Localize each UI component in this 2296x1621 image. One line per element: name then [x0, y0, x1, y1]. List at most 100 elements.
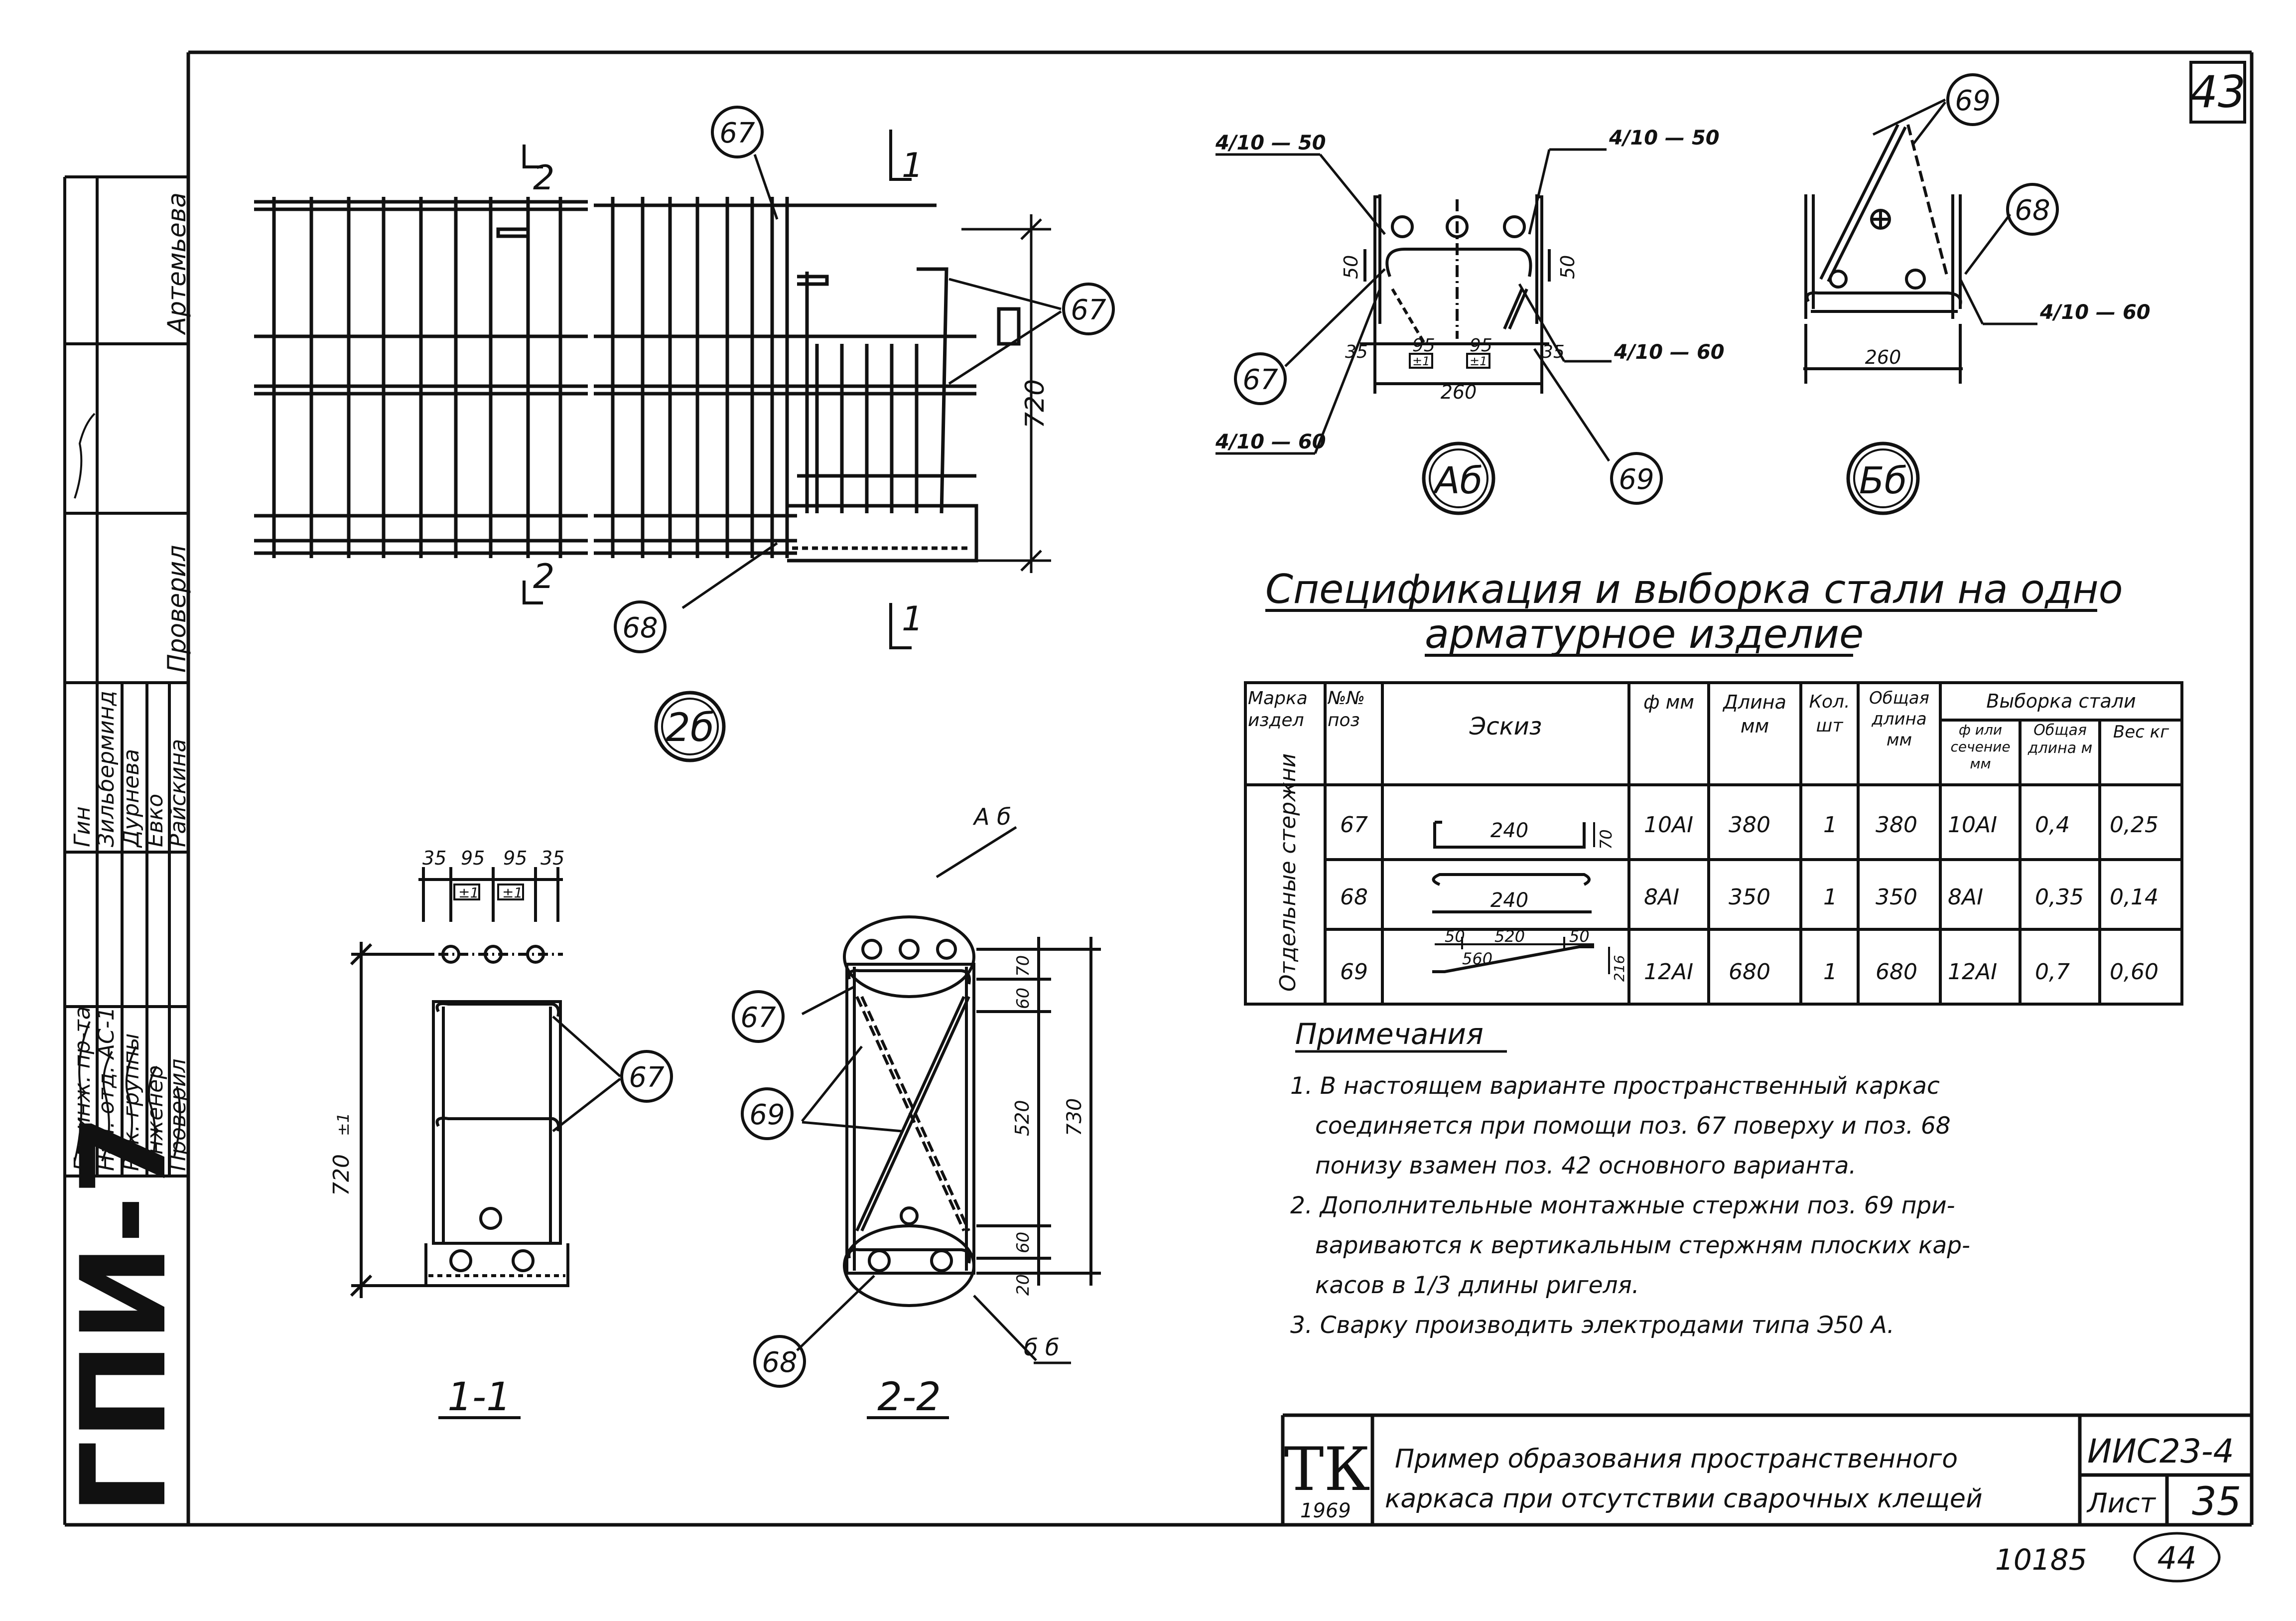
- note-line-3: понизу взамен поз. 42 основного варианта…: [1315, 1152, 1856, 1179]
- title-code: ИИС23-4: [2087, 1432, 2234, 1471]
- section-1-1-title: 1-1: [447, 1375, 511, 1420]
- title-line-2: каркаса при отсутствии сварочных клещей: [1385, 1484, 1983, 1514]
- detB-dim-260: 260: [1865, 346, 1901, 368]
- title-block-grid: [1281, 1413, 2252, 1525]
- signatures: [74, 413, 181, 1162]
- svg-text:12АI: 12АI: [1948, 959, 1997, 985]
- sketch-69-c: 50: [1569, 927, 1590, 946]
- callout-2b: 2б: [654, 691, 726, 762]
- s22-dim-20: 20: [1013, 1274, 1033, 1296]
- bubble-68-s22: 68: [753, 1335, 806, 1388]
- s11-tol-a: ±1: [458, 884, 479, 901]
- title-sheet-label: Лист: [2086, 1487, 2156, 1519]
- note-line-1: 1. В настоящем варианте пространственный…: [1290, 1072, 1940, 1100]
- s11-dim-95a: 95: [461, 847, 485, 869]
- svg-text:350: 350: [1729, 884, 1770, 910]
- footer-page: 44: [2133, 1532, 2221, 1583]
- svg-text:1: 1: [1823, 812, 1837, 838]
- svg-text:10АI: 10АI: [1948, 812, 1997, 838]
- svg-text:0,14: 0,14: [2110, 884, 2159, 910]
- spec-table-grid: [1244, 681, 2183, 1006]
- spec-row-67: 67 10АI 380 1 380 10АI 0,4 0,25: [1340, 812, 2159, 838]
- title-sheet-no: 35: [2192, 1479, 2241, 1524]
- detA-dim-260: 260: [1441, 381, 1477, 403]
- sheet-frame: [65, 50, 2254, 1527]
- stamp-name-3: Дурнева: [119, 749, 144, 848]
- notes-lines: 1. В настоящем варианте пространственный…: [1290, 1072, 1970, 1339]
- bubble-67-s11: 67: [620, 1050, 673, 1103]
- svg-text:44: 44: [2158, 1540, 2197, 1576]
- s11-dim-95b: 95: [503, 847, 527, 869]
- footer-number: 10185: [1995, 1543, 2087, 1577]
- svg-text:0,7: 0,7: [2035, 959, 2070, 985]
- s22-view-a: А б: [972, 803, 1011, 830]
- bubble-67-detA: 67: [1234, 352, 1287, 405]
- stamp-top-name: Артемьева: [162, 192, 191, 335]
- spec-title-1: Спецификация и выборка стали на одно: [1265, 566, 2123, 612]
- note-line-6: касов в 1/3 длины ригеля.: [1315, 1272, 1639, 1299]
- stamp-role-4: Инженер: [142, 1065, 168, 1171]
- svg-text:10АI: 10АI: [1644, 812, 1693, 838]
- section-2-2: [843, 915, 1101, 1307]
- svg-text:0,35: 0,35: [2035, 884, 2084, 910]
- s22-dim-60b: 60: [1013, 1232, 1033, 1253]
- plan-dim-720-label: 720: [1020, 379, 1050, 429]
- svg-text:680: 680: [1876, 959, 1917, 985]
- detail-b: [1803, 124, 1963, 384]
- svg-text:69: 69: [1619, 463, 1654, 496]
- side-stamp: Гл. инж. пр-та Нач. отд. АС-1 Рук. групп…: [56, 175, 192, 1525]
- note-line-2: соединяется при помощи поз. 67 поверху и…: [1315, 1112, 1951, 1140]
- plan-dim-720: [961, 214, 1051, 573]
- svg-text:68: 68: [762, 1346, 797, 1379]
- s22-dim-730: 730: [1063, 1098, 1086, 1136]
- bubble-69-detB: 69: [1946, 73, 1999, 126]
- spec-row-68: 68 8АI 350 1 350 8АI 0,35 0,14: [1340, 884, 2159, 910]
- bubble-69-s22: 69: [741, 1087, 794, 1140]
- svg-text:8АI: 8АI: [1644, 884, 1679, 910]
- svg-text:380: 380: [1876, 812, 1917, 838]
- section-mark-2-top: 2: [533, 158, 554, 198]
- sketch-67-hook: 70: [1597, 829, 1616, 850]
- svg-text:67: 67: [1242, 364, 1278, 396]
- title-logo: ТК: [1284, 1435, 1370, 1504]
- s11-tol-v: ±1: [334, 1113, 353, 1136]
- bubble-69-detA: 69: [1610, 452, 1663, 505]
- note-line-7: 3. Сварку производить электродами типа Э…: [1290, 1312, 1894, 1339]
- detA-dim-50-left: 50: [1340, 255, 1362, 279]
- bubble-68-detB: 68: [2006, 183, 2059, 236]
- detA-dim-95-right: 95: [1470, 335, 1492, 356]
- section-2-2-title: 2-2: [877, 1375, 941, 1420]
- svg-text:Аб: Аб: [1433, 459, 1483, 502]
- detA-tol-a: ±1: [1412, 354, 1430, 368]
- svg-text:67: 67: [1340, 812, 1368, 838]
- callout-detail-b: Бб: [1846, 442, 1920, 515]
- callout-detail-a: Аб: [1422, 442, 1495, 515]
- sketch-69-b: 520: [1494, 927, 1525, 946]
- s22-dim-520: 520: [1011, 1100, 1033, 1136]
- sketch-68: [1432, 873, 1592, 913]
- svg-text:Бб: Бб: [1859, 459, 1907, 502]
- svg-text:2б: 2б: [666, 706, 714, 750]
- svg-text:0,25: 0,25: [2110, 812, 2159, 838]
- svg-text:8АI: 8АI: [1948, 884, 1983, 910]
- title-line-1: Пример образования пространственного: [1395, 1444, 1958, 1474]
- note-line-4: 2. Дополнительные монтажные стержни поз.…: [1290, 1192, 1955, 1219]
- stamp-name-5: Райскина: [165, 739, 191, 847]
- svg-text:680: 680: [1729, 959, 1770, 985]
- corner-sheet-number: 43: [2189, 61, 2246, 124]
- svg-text:43: 43: [2190, 66, 2246, 118]
- section-1-1: [350, 867, 569, 1298]
- svg-text:1: 1: [1823, 884, 1837, 910]
- stamp-name-2: Зильберминд: [94, 691, 119, 847]
- sketch-69-d: 560: [1462, 949, 1492, 968]
- stamp-role-5: Проверил: [165, 1058, 191, 1171]
- detB-weld: 4/10 — 60: [2039, 301, 2151, 324]
- detA-weld-bottom-left: 4/10 — 60: [1215, 431, 1326, 453]
- detA-dim-50-right: 50: [1557, 255, 1579, 279]
- svg-text:68: 68: [622, 612, 658, 644]
- detA-weld-top-left: 4/10 — 50: [1215, 132, 1326, 154]
- svg-text:0,4: 0,4: [2035, 812, 2070, 838]
- section-mark-1-bottom: 1: [902, 599, 923, 639]
- svg-text:1: 1: [1823, 959, 1837, 985]
- stamp-code: ГПИ-7: [56, 1114, 192, 1515]
